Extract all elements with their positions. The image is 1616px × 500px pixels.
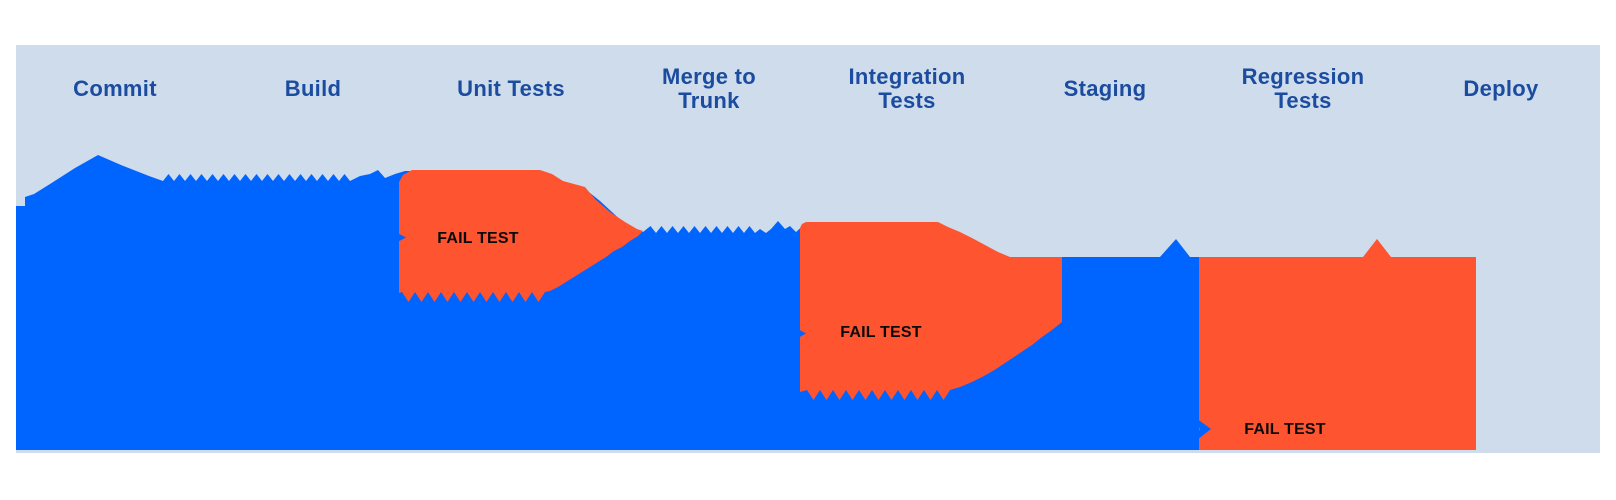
fail-blob-integration-tests [800,222,1062,400]
return-chevron-icon [1193,416,1211,443]
stage-label-build: Build [284,76,342,101]
stage-label-staging: Staging [1063,76,1147,101]
stage-label-deploy: Deploy [1463,76,1539,101]
return-chevron-icon [782,320,806,347]
stage-label-regression-tests: Regression Tests [1241,64,1365,113]
stage-label-commit: Commit [73,76,157,101]
fail-test-label-regression-tests: FAIL TEST [1244,421,1326,438]
fail-blob-unit-tests [399,170,643,302]
stage-label-integration-tests: Integration Tests [848,64,966,113]
return-chevron-icon [386,227,406,248]
stage-headers: Commit Build Unit Tests Merge to Trunk I… [16,63,1600,115]
fail-test-label-integration-tests: FAIL TEST [840,324,922,341]
stage-label-merge-to-trunk: Merge to Trunk [661,64,757,113]
fail-blob-regression-tests [1199,239,1476,450]
stage-label-unit-tests: Unit Tests [457,76,565,101]
fail-test-label-unit-tests: FAIL TEST [437,230,519,247]
